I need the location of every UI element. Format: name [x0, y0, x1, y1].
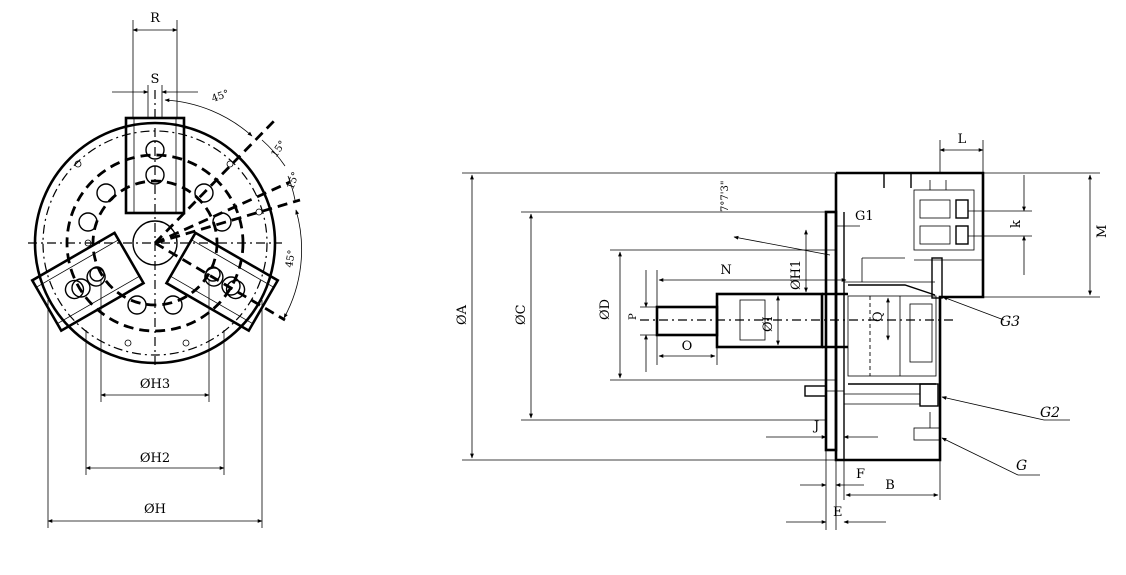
- label-G1: G1: [855, 209, 874, 224]
- mounting-bolts: [71, 160, 263, 347]
- bolt-icon: [205, 266, 221, 282]
- label-E: E: [833, 505, 843, 520]
- label-L: L: [958, 132, 967, 147]
- label-I: ØI: [761, 316, 776, 332]
- front-view: R S 45° 15° 15° 45° ØH3 ØH2 ØH: [28, 11, 302, 528]
- angle-line-45: [153, 119, 277, 244]
- label-45-right: 45°: [284, 249, 298, 268]
- arc-45-top: [164, 98, 253, 137]
- label-H1: ØH1: [789, 260, 804, 290]
- leader-G: [941, 437, 1019, 476]
- bolt-icon: [163, 295, 183, 315]
- label-taper: 7°7'3": [720, 181, 731, 212]
- label-G2: G2: [1040, 405, 1060, 421]
- mounting-bolt: [804, 385, 827, 397]
- label-R: R: [150, 11, 161, 26]
- angle-line-15b: [154, 198, 301, 245]
- label-P: P: [628, 313, 639, 320]
- side-view: ØA ØC ØD P N O ØH1 ØI Q: [455, 132, 1110, 530]
- label-k: k: [1009, 220, 1024, 228]
- label-B: B: [885, 478, 895, 493]
- label-15-b: 15°: [285, 171, 301, 191]
- bolt-icon: [96, 183, 116, 203]
- label-A: ØA: [455, 304, 470, 325]
- jaw-detail: [913, 180, 983, 299]
- label-D: ØD: [598, 299, 613, 320]
- label-M: M: [1095, 225, 1110, 238]
- right-jaw: [164, 231, 280, 333]
- bolt-icon: [71, 278, 91, 298]
- label-S: S: [151, 72, 160, 87]
- label-15-a: 15°: [269, 139, 288, 160]
- bolt-icon: [221, 276, 241, 296]
- internal-mechanism: [844, 257, 941, 441]
- label-G3: G3: [1000, 314, 1020, 330]
- label-J: J: [812, 419, 819, 434]
- arc-45-right: [283, 209, 302, 319]
- label-O: O: [682, 339, 693, 354]
- arc-15-b: [287, 175, 296, 201]
- bolt-icon: [194, 183, 214, 203]
- angle-line-15a: [154, 180, 291, 245]
- label-45-top: 45°: [210, 88, 230, 104]
- label-H: ØH: [144, 502, 166, 517]
- arc-15-a: [261, 139, 286, 167]
- angle-line-lower: [154, 241, 286, 322]
- label-F: F: [856, 467, 865, 482]
- leader-G2: [941, 396, 1045, 421]
- bolt-icon: [78, 212, 98, 232]
- label-N: N: [720, 263, 731, 278]
- label-G: G: [1016, 458, 1027, 474]
- bolt-icon: [89, 266, 105, 282]
- leader-taper: [733, 235, 831, 256]
- label-C: ØC: [514, 304, 529, 325]
- label-H3: ØH3: [140, 377, 170, 392]
- label-Q: Q: [871, 311, 886, 322]
- leader-G3: [942, 296, 1005, 321]
- back-plate: [824, 210, 838, 452]
- label-H2: ØH2: [140, 451, 170, 466]
- bolt-icon: [127, 295, 147, 315]
